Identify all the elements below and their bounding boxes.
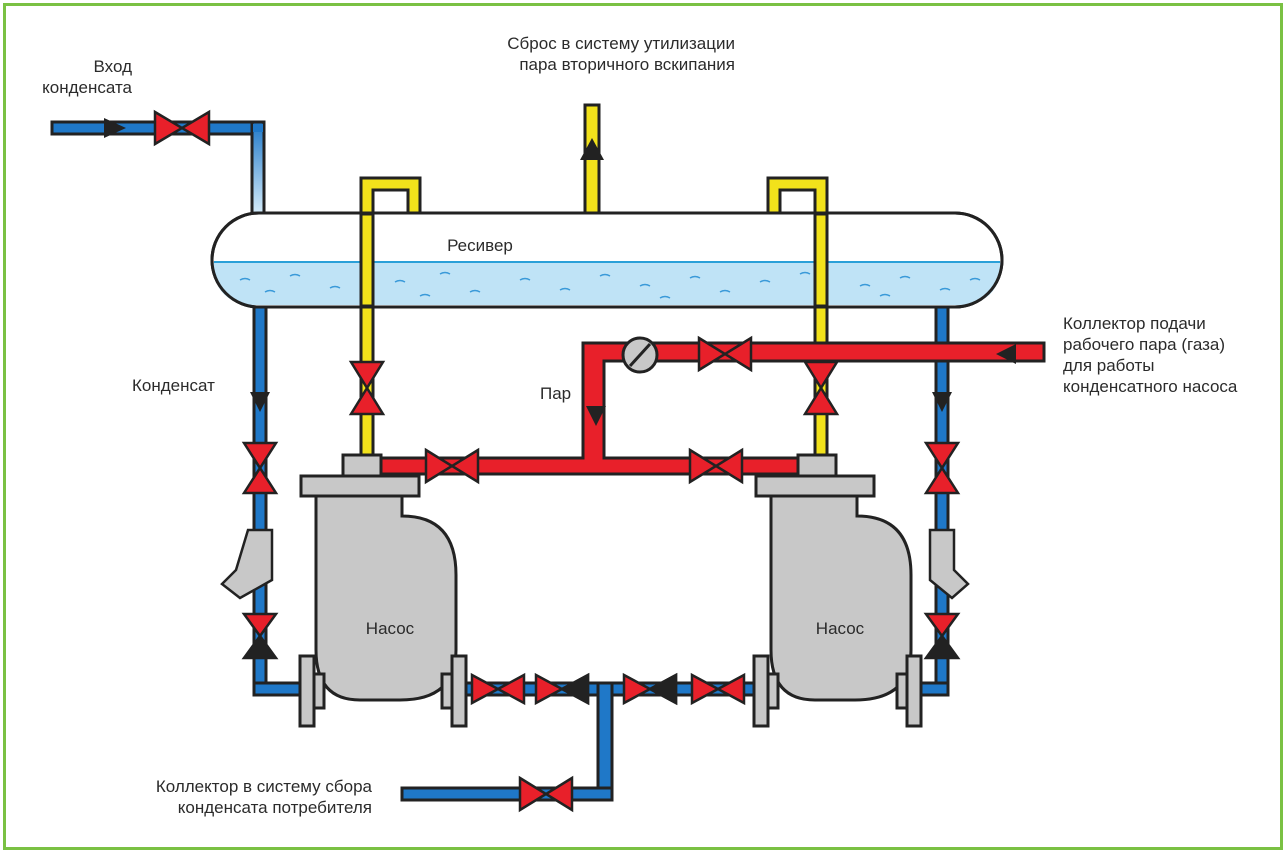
pump-left-label: Насос <box>366 619 415 638</box>
check-valve-left <box>241 633 279 660</box>
valve-right-lower <box>923 612 961 639</box>
receiver-label: Ресивер <box>447 236 513 255</box>
valve-outlet <box>518 775 574 813</box>
valve-left-upper <box>241 441 279 495</box>
valve-steam-right <box>688 447 744 485</box>
steam-label: Пар <box>540 384 572 403</box>
arrow-steam-down <box>586 406 606 426</box>
outlet-riser <box>596 681 614 802</box>
pump-right-label: Насос <box>816 619 865 638</box>
valve-discharge-1 <box>470 672 526 706</box>
strainer-right <box>928 528 970 600</box>
valve-steam-left <box>424 447 480 485</box>
outlet-pipe <box>400 786 614 802</box>
arrow-exhaust <box>580 138 604 160</box>
exhaust-label: Сброс в систему утилизации пара вторично… <box>507 34 735 74</box>
valve-balance-left <box>348 360 386 416</box>
arrow-condensate-right <box>932 392 952 412</box>
strainer-left <box>220 528 274 600</box>
valve-discharge-4 <box>690 672 746 706</box>
valve-balance-right <box>802 360 840 416</box>
outlet-label: Коллектор в систему сбора конденсата пот… <box>155 777 372 817</box>
arrow-inlet <box>104 118 126 138</box>
inlet-label: Вход конденсата <box>42 57 132 97</box>
inlet-downcomer <box>250 120 266 217</box>
diagram-frame <box>3 3 1283 850</box>
pressure-gauge <box>621 336 659 374</box>
check-valve-disch-1 <box>559 672 590 706</box>
valve-inlet <box>153 109 211 147</box>
arrow-condensate-left <box>250 392 270 412</box>
receiver-tank <box>210 211 1004 309</box>
check-valve-right <box>923 633 961 660</box>
water-waves <box>239 271 981 299</box>
condensate-label: Конденсат <box>132 376 215 395</box>
valve-steam-supply <box>697 335 753 373</box>
check-valve-disch-2 <box>647 672 678 706</box>
pump-right <box>752 453 923 728</box>
steam-supply-label: Коллектор подачи рабочего пара (газа) дл… <box>1063 314 1238 396</box>
valve-right-upper <box>923 441 961 495</box>
valve-left-lower <box>241 612 279 639</box>
pump-left <box>298 453 468 728</box>
arrow-steam-supply <box>996 344 1016 364</box>
